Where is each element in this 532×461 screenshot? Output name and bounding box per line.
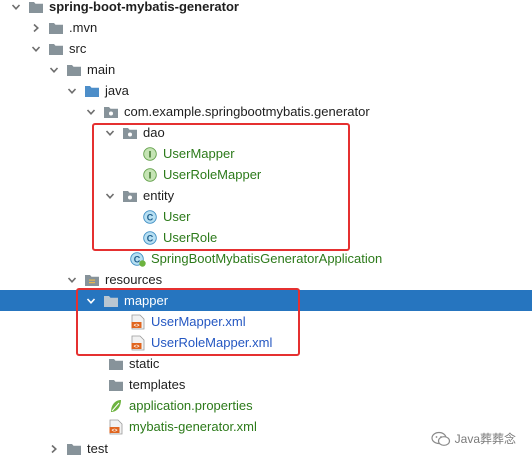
tree-node-root[interactable]: spring-boot-mybatis-generator xyxy=(0,0,532,17)
tree-node-mybatis-generator-xml[interactable]: <> mybatis-generator.xml xyxy=(0,416,532,437)
tree-node-dao[interactable]: dao xyxy=(0,122,532,143)
svg-text:C: C xyxy=(134,254,141,264)
svg-text:<>: <> xyxy=(134,343,140,349)
tree-node-static[interactable]: static xyxy=(0,353,532,374)
folder-icon xyxy=(28,0,44,15)
chevron-down-icon[interactable] xyxy=(10,0,22,17)
tree-node-label: dao xyxy=(143,125,165,140)
chevron-down-icon[interactable] xyxy=(104,122,116,143)
tree-node-label: java xyxy=(105,83,129,98)
tree-node-mapper[interactable]: mapper xyxy=(0,290,532,311)
xml-file-icon: <> xyxy=(130,314,146,330)
resources-folder-icon xyxy=(84,272,100,288)
chevron-down-icon[interactable] xyxy=(66,269,78,290)
tree-node-label: application.properties xyxy=(129,398,253,413)
tree-node-label: templates xyxy=(129,377,186,392)
tree-node-label: UserMapper xyxy=(163,146,235,161)
interface-icon: I xyxy=(142,146,158,162)
tree-node-label: com.example.springbootmybatis.generator xyxy=(124,104,370,119)
tree-node-label: resources xyxy=(105,272,163,287)
tree-node-user[interactable]: C User xyxy=(0,206,532,227)
tree-node-label: spring-boot-mybatis-generator xyxy=(49,0,239,14)
folder-icon xyxy=(48,20,64,36)
chevron-down-icon[interactable] xyxy=(30,38,42,59)
interface-icon: I xyxy=(142,167,158,183)
tree-node-application-class[interactable]: C SpringBootMybatisGeneratorApplication xyxy=(0,248,532,269)
tree-node-label: UserMapper.xml xyxy=(151,314,246,329)
tree-node-test[interactable]: test xyxy=(0,438,532,459)
folder-icon xyxy=(66,441,82,457)
spring-boot-class-icon: C xyxy=(130,251,146,267)
folder-icon xyxy=(103,293,119,309)
tree-node-label: src xyxy=(69,41,87,56)
xml-file-icon: <> xyxy=(108,419,124,435)
svg-text:I: I xyxy=(149,170,152,180)
tree-node-label: test xyxy=(87,441,108,456)
tree-node-label: static xyxy=(129,356,160,371)
chevron-down-icon[interactable] xyxy=(85,290,97,311)
tree-node-label: .mvn xyxy=(69,20,98,35)
tree-node-templates[interactable]: templates xyxy=(0,374,532,395)
folder-icon xyxy=(108,356,124,372)
svg-text:C: C xyxy=(147,212,154,222)
chevron-down-icon[interactable] xyxy=(85,101,97,122)
tree-node-label: entity xyxy=(143,188,175,203)
class-icon: C xyxy=(142,209,158,225)
folder-icon xyxy=(66,62,82,78)
folder-icon xyxy=(108,377,124,393)
package-icon xyxy=(122,125,138,141)
wechat-icon xyxy=(431,431,451,447)
tree-node-src[interactable]: src xyxy=(0,38,532,59)
tree-node-main[interactable]: main xyxy=(0,59,532,80)
tree-node-usermapper[interactable]: I UserMapper xyxy=(0,143,532,164)
svg-text:<>: <> xyxy=(134,322,140,328)
chevron-right-icon[interactable] xyxy=(30,17,42,38)
tree-node-usermapper-xml[interactable]: <> UserMapper.xml xyxy=(0,311,532,332)
chevron-down-icon[interactable] xyxy=(104,185,116,206)
svg-text:<>: <> xyxy=(112,427,118,433)
tree-node-label: mapper xyxy=(124,293,169,308)
tree-node-userrole[interactable]: C UserRole xyxy=(0,227,532,248)
tree-node-label: UserRoleMapper xyxy=(163,167,262,182)
tree-node-label: SpringBootMybatisGeneratorApplication xyxy=(151,251,383,266)
watermark-text: Java葬葬念 xyxy=(454,432,516,446)
watermark: Java葬葬念 xyxy=(431,430,516,447)
tree-node-label: UserRoleMapper.xml xyxy=(151,335,273,350)
package-icon xyxy=(122,188,138,204)
source-folder-icon xyxy=(84,83,100,99)
class-icon: C xyxy=(142,230,158,246)
tree-node-label: mybatis-generator.xml xyxy=(129,419,257,434)
tree-node-label: UserRole xyxy=(163,230,218,245)
svg-text:I: I xyxy=(149,149,152,159)
svg-text:C: C xyxy=(147,233,154,243)
tree-node-java[interactable]: java xyxy=(0,80,532,101)
tree-node-package[interactable]: com.example.springbootmybatis.generator xyxy=(0,101,532,122)
tree-node-label: User xyxy=(163,209,191,224)
chevron-down-icon[interactable] xyxy=(48,59,60,80)
tree-node-resources[interactable]: resources xyxy=(0,269,532,290)
tree-node-entity[interactable]: entity xyxy=(0,185,532,206)
chevron-down-icon[interactable] xyxy=(66,80,78,101)
tree-node-userrolemapper-xml[interactable]: <> UserRoleMapper.xml xyxy=(0,332,532,353)
spring-properties-icon xyxy=(108,398,124,414)
tree-node-mvn[interactable]: .mvn xyxy=(0,17,532,38)
tree-node-application-properties[interactable]: application.properties xyxy=(0,395,532,416)
chevron-right-icon[interactable] xyxy=(48,438,60,459)
xml-file-icon: <> xyxy=(130,335,146,351)
tree-node-userrolemapper[interactable]: I UserRoleMapper xyxy=(0,164,532,185)
tree-node-label: main xyxy=(87,62,116,77)
folder-icon xyxy=(48,41,64,57)
package-icon xyxy=(103,104,119,120)
